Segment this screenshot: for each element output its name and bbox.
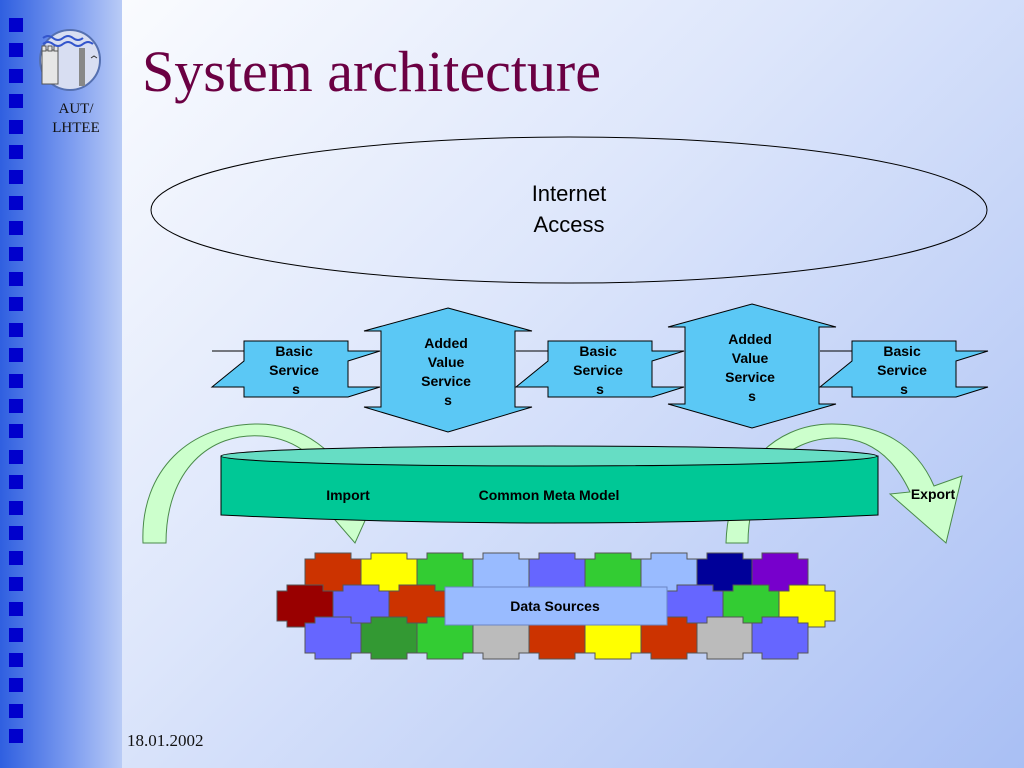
- service-2-label-line-2: Value: [428, 354, 465, 370]
- sidebar-square: [9, 526, 23, 540]
- slide-title: System architecture: [142, 39, 601, 104]
- sidebar-square: [9, 627, 23, 642]
- service-1-label-line-1: Basic: [275, 343, 313, 359]
- sidebar-square: [9, 703, 23, 718]
- sidebar-square: [9, 678, 23, 693]
- basic-service-arrow-3: [818, 340, 989, 398]
- basic-service-arrow-1: [210, 340, 381, 398]
- service-2-label-line-4: s: [444, 392, 452, 408]
- service-2-label: Added Value Service s: [421, 335, 475, 408]
- common-meta-model-top: [220, 445, 878, 467]
- sidebar-square: [9, 145, 23, 159]
- sidebar-square: [9, 43, 23, 58]
- sidebar-square: [9, 195, 23, 210]
- sidebar-square: [9, 68, 23, 83]
- import-label: Import: [326, 487, 370, 503]
- service-1-label-line-2: Service: [269, 362, 319, 378]
- data-source-piece: [360, 616, 418, 660]
- sidebar-square: [9, 119, 23, 134]
- service-4-label-line-4: s: [748, 388, 756, 404]
- sidebar-square: [9, 348, 23, 363]
- service-3-label-line-3: s: [596, 381, 604, 397]
- organization-line-1: AUT/: [58, 101, 94, 117]
- service-4-label-line-3: Service: [725, 369, 775, 385]
- sidebar-square: [9, 18, 23, 32]
- service-4-label: Added Value Service s: [725, 331, 779, 404]
- service-5-label-line-1: Basic: [883, 343, 921, 359]
- sidebar-square: [9, 297, 23, 312]
- sidebar-square: [9, 246, 23, 261]
- organization-label: AUT/ LHTEE: [40, 100, 112, 138]
- sidebar-square: [9, 322, 23, 337]
- service-3-label-line-1: Basic: [579, 343, 617, 359]
- common-meta-model-label: Common Meta Model: [479, 487, 620, 503]
- service-4-label-line-1: Added: [728, 331, 772, 347]
- added-value-arrow-2: [667, 303, 837, 429]
- service-2-label-line-3: Service: [421, 373, 471, 389]
- service-4-label-line-2: Value: [732, 350, 769, 366]
- internet-access-ellipse: [150, 136, 988, 284]
- basic-service-arrow-2: [514, 340, 685, 398]
- sidebar-square: [9, 500, 23, 515]
- sidebar-square: [9, 221, 23, 236]
- data-sources-label: Data Sources: [510, 598, 600, 614]
- added-value-arrow-1: [363, 307, 533, 433]
- export-label: Export: [911, 486, 956, 502]
- sidebar-square: [9, 729, 23, 744]
- service-3-label: Basic Service s: [573, 343, 627, 397]
- logo-icon: [39, 29, 101, 91]
- sidebar-square: [9, 399, 23, 413]
- sidebar-square: [9, 170, 23, 185]
- sidebar-square: [9, 475, 23, 490]
- data-source-piece: [696, 616, 754, 660]
- sidebar-square: [9, 576, 23, 591]
- sidebar-square: [9, 449, 23, 464]
- sidebar-square: [9, 272, 23, 286]
- service-1-label: Basic Service s: [269, 343, 323, 397]
- sidebar-square: [9, 424, 23, 439]
- internet-label-line-1: Internet: [532, 181, 607, 206]
- data-source-pieces: [276, 552, 836, 660]
- slide-date: 18.01.2002: [127, 731, 204, 750]
- sidebar-square: [9, 94, 23, 109]
- internet-label-line-2: Access: [534, 212, 605, 237]
- sidebar-square: [9, 653, 23, 667]
- data-sources-box: [444, 586, 668, 626]
- service-5-label-line-3: s: [900, 381, 908, 397]
- sidebar-square: [9, 551, 23, 566]
- sidebar: [0, 0, 122, 768]
- service-5-label-line-2: Service: [877, 362, 927, 378]
- sidebar-square: [9, 373, 23, 388]
- sidebar-square: [9, 602, 23, 617]
- service-5-label: Basic Service s: [877, 343, 931, 397]
- organization-line-2: LHTEE: [52, 120, 100, 136]
- data-source-piece: [751, 616, 809, 660]
- common-meta-model-cylinder: [220, 455, 879, 524]
- data-source-piece: [304, 616, 362, 660]
- service-1-label-line-3: s: [292, 381, 300, 397]
- service-3-label-line-2: Service: [573, 362, 623, 378]
- service-2-label-line-1: Added: [424, 335, 468, 351]
